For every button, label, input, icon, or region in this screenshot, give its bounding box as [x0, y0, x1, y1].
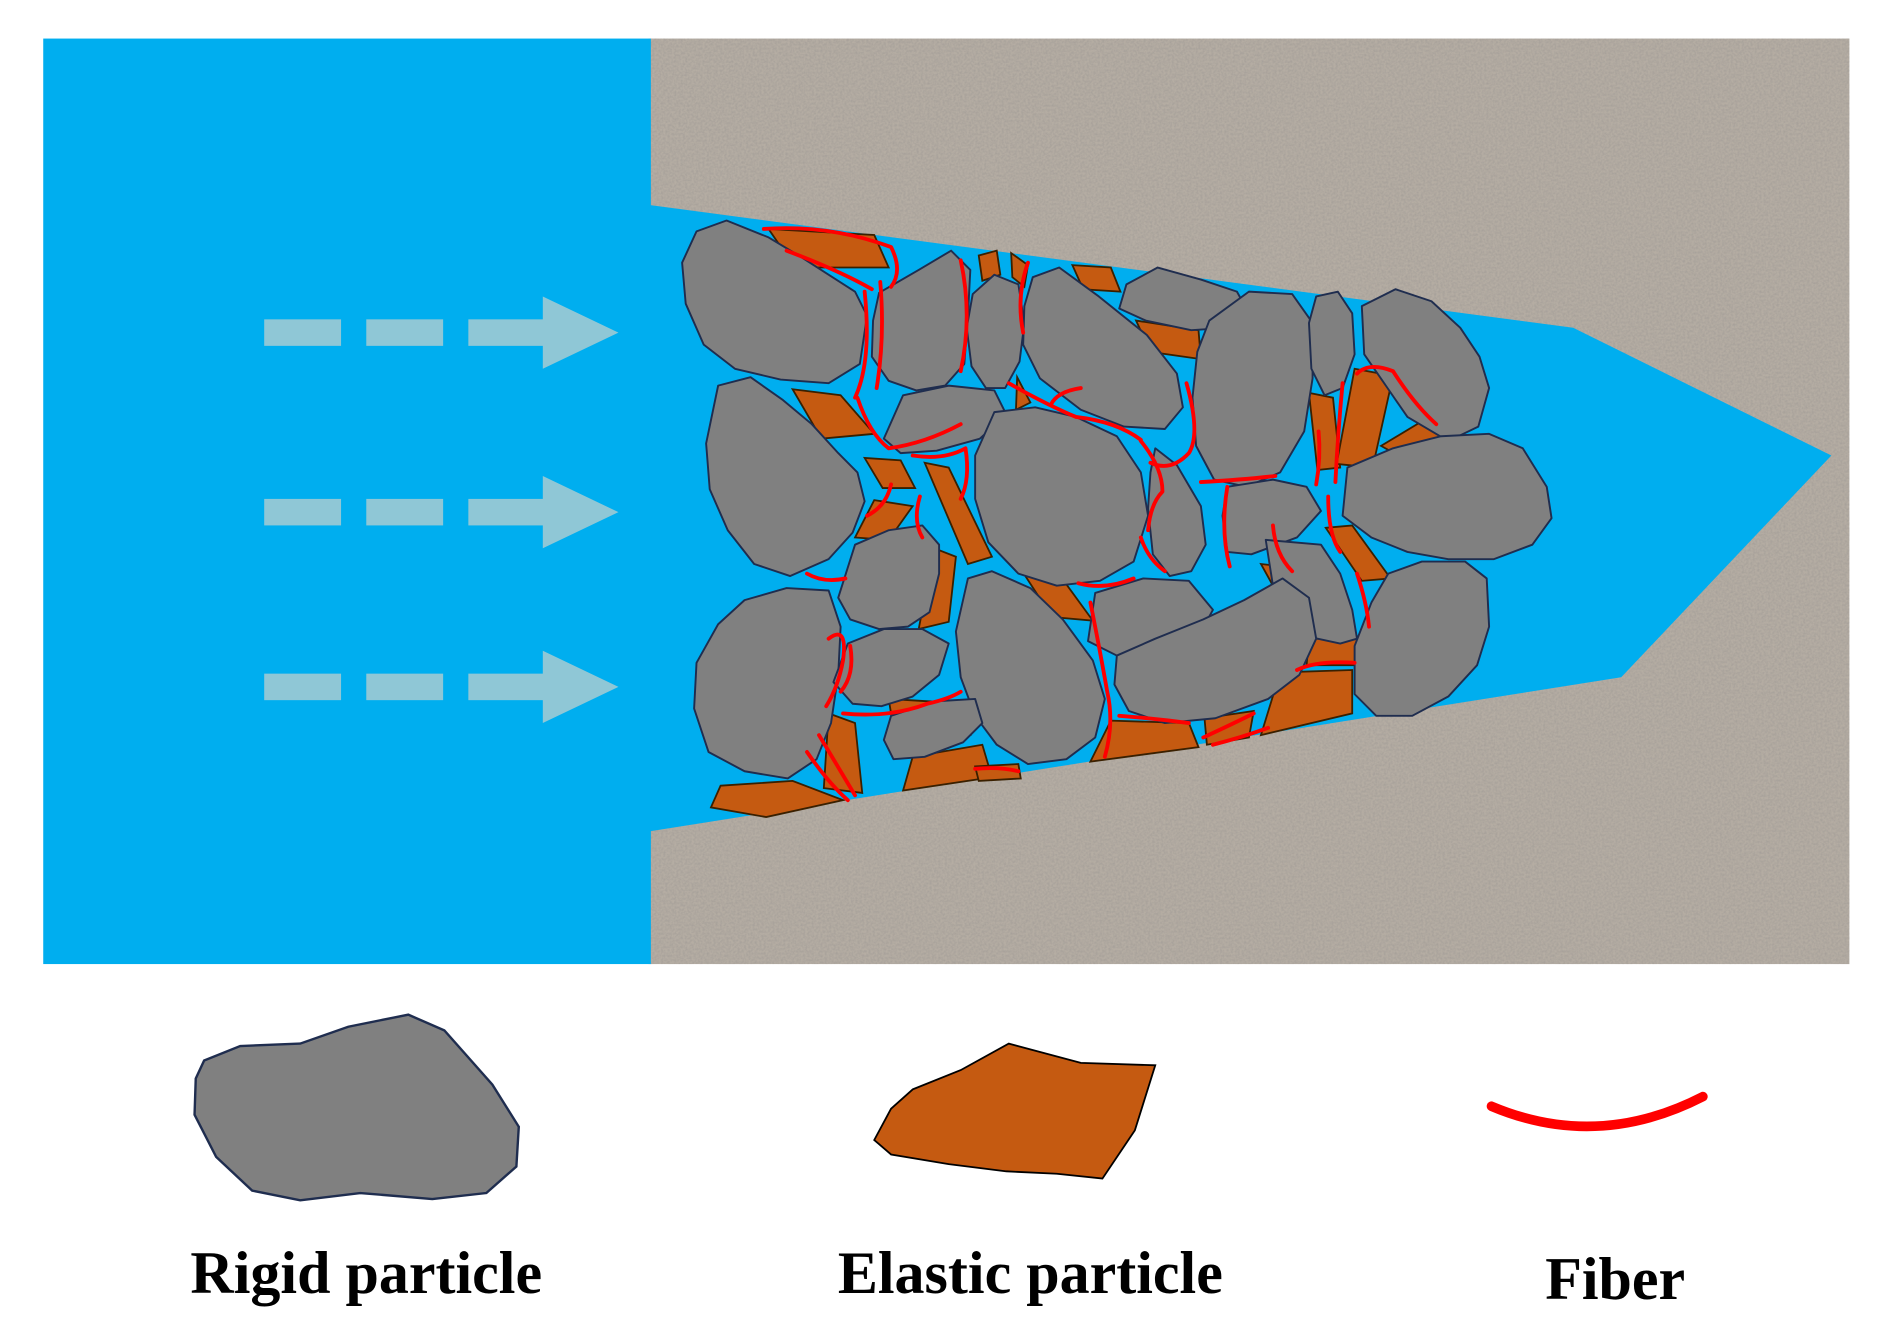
legend: Rigid particle Elastic particle Fiber [190, 1015, 1702, 1313]
rigid-particle-label: Rigid particle [190, 1240, 542, 1307]
fiber-icon [1492, 1097, 1703, 1127]
legend-item-rigid: Rigid particle [190, 1015, 542, 1307]
fiber-label: Fiber [1545, 1246, 1685, 1313]
elastic-particle-icon [874, 1044, 1155, 1179]
legend-item-fiber: Fiber [1492, 1097, 1703, 1313]
legend-item-elastic: Elastic particle [838, 1044, 1223, 1307]
elastic-particle-label: Elastic particle [838, 1240, 1223, 1307]
rigid-particle-icon [195, 1015, 519, 1201]
